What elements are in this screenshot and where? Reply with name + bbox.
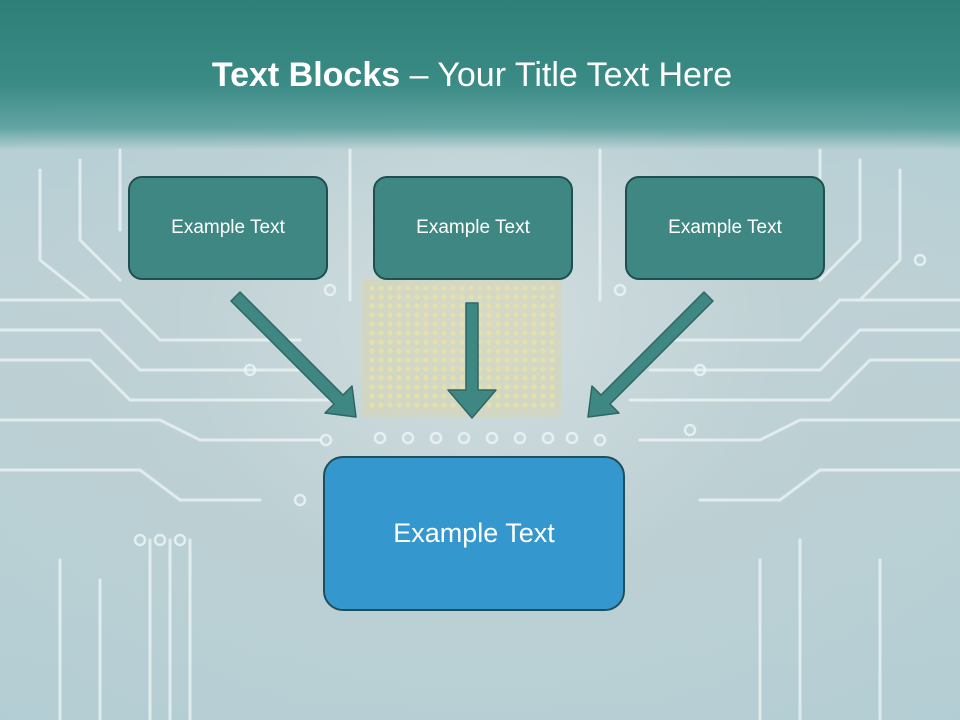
main-text-block[interactable]: Example Text xyxy=(323,456,625,611)
arrow-left xyxy=(230,291,357,418)
chip-pads xyxy=(362,278,562,418)
title-bar: Text Blocks – Your Title Text Here xyxy=(0,0,960,150)
slide-title: Text Blocks – Your Title Text Here xyxy=(0,52,944,98)
arrow-center xyxy=(447,302,497,419)
text-block-2[interactable]: Example Text xyxy=(373,176,573,280)
slide-title-rest: – Your Title Text Here xyxy=(400,56,733,94)
text-block-1[interactable]: Example Text xyxy=(128,176,328,280)
slide-title-bold: Text Blocks xyxy=(211,56,401,94)
arrow-right xyxy=(587,291,714,418)
text-block-3[interactable]: Example Text xyxy=(625,176,825,280)
